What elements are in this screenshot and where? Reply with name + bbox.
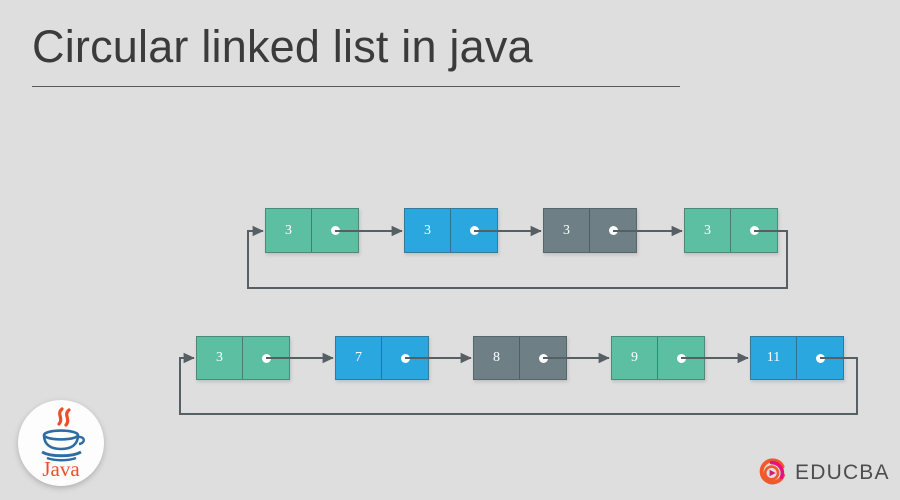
node-value: 11	[751, 337, 797, 379]
list-node[interactable]: 7	[335, 336, 429, 380]
educba-logo: EDUCBA	[757, 458, 890, 488]
node-pointer-cell	[797, 337, 843, 379]
node-value: 3	[197, 337, 243, 379]
node-pointer-cell	[312, 209, 358, 252]
node-pointer-cell	[658, 337, 704, 379]
pointer-dot-icon	[608, 226, 618, 235]
title-underline-rule	[32, 86, 680, 87]
node-value: 9	[612, 337, 658, 379]
list-node[interactable]: 3	[196, 336, 290, 380]
list-node[interactable]: 3	[543, 208, 637, 253]
node-value: 7	[336, 337, 382, 379]
pointer-dot-icon	[330, 226, 340, 235]
node-pointer-cell	[520, 337, 566, 379]
pointer-dot-icon	[469, 226, 479, 235]
educba-mark-icon	[759, 458, 785, 485]
list-node[interactable]: 3	[265, 208, 359, 253]
list-node[interactable]: 8	[473, 336, 567, 380]
list-node[interactable]: 11	[750, 336, 844, 380]
java-wordmark: Java	[42, 457, 80, 481]
educba-wordmark: EDUCBA	[795, 461, 890, 484]
java-logo-badge: Java	[18, 400, 104, 486]
node-pointer-cell	[451, 209, 497, 252]
node-value: 3	[685, 209, 731, 252]
pointer-dot-icon	[815, 353, 825, 363]
node-value: 3	[266, 209, 312, 252]
pointer-dot-icon	[261, 353, 271, 363]
pointer-dot-icon	[400, 353, 410, 363]
list-node[interactable]: 9	[611, 336, 705, 380]
node-pointer-cell	[382, 337, 428, 379]
title-block: Circular linked list in java	[32, 18, 732, 76]
pointer-dot-icon	[749, 226, 759, 235]
node-pointer-cell	[243, 337, 289, 379]
list-node[interactable]: 3	[684, 208, 778, 253]
pointer-dot-icon	[538, 353, 548, 363]
node-value: 3	[405, 209, 451, 252]
pointer-dot-icon	[676, 353, 686, 363]
node-pointer-cell	[731, 209, 777, 252]
page-title: Circular linked list in java	[32, 21, 533, 72]
node-pointer-cell	[590, 209, 636, 252]
node-value: 3	[544, 209, 590, 252]
java-logo-icon: Java	[41, 407, 85, 481]
list-node[interactable]: 3	[404, 208, 498, 253]
node-value: 8	[474, 337, 520, 379]
